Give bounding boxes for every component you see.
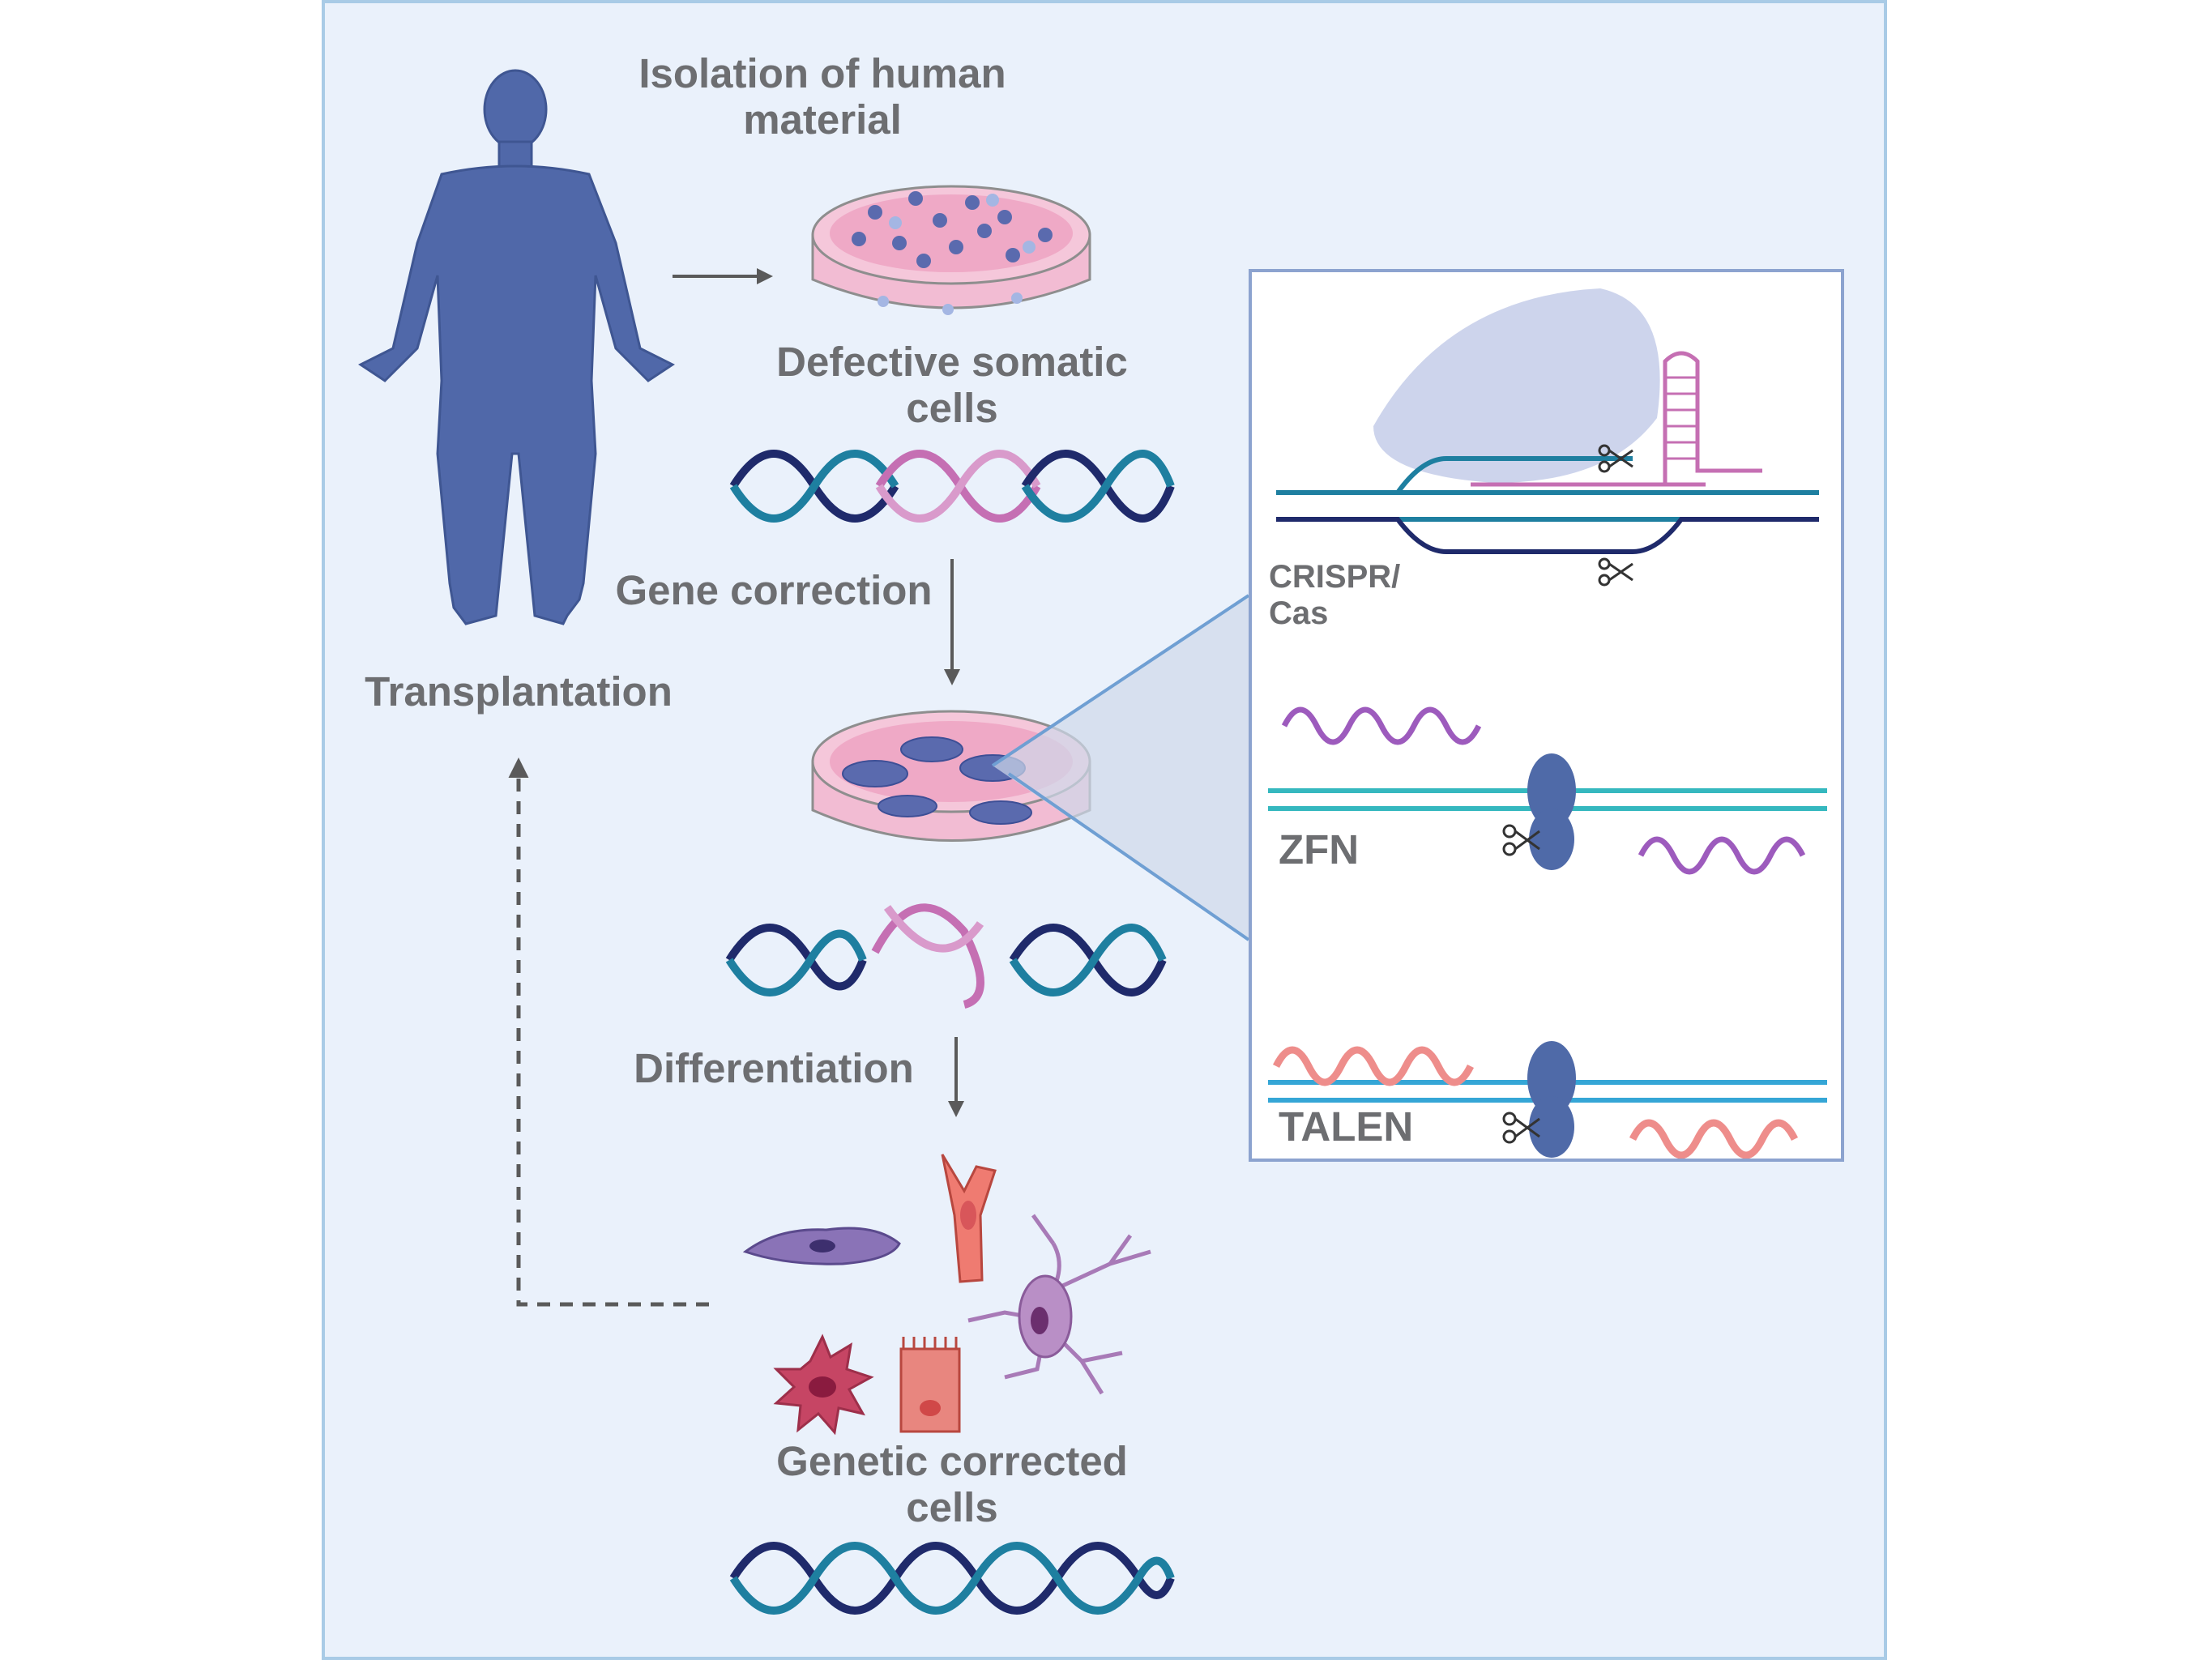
label-genetic-corrected-cells: Genetic corrected cells xyxy=(776,1438,1128,1531)
label-isolation: Isolation of human material xyxy=(638,50,1006,143)
petri-dish-corrected xyxy=(811,710,1091,842)
label-differentiation: Differentiation xyxy=(634,1045,914,1091)
dna-defective xyxy=(729,450,1175,523)
zoom-wedge xyxy=(993,595,1249,940)
differentiated-cells xyxy=(742,1154,1151,1436)
inset-canvas xyxy=(1268,288,1827,1159)
label-zfn: ZFN xyxy=(1279,826,1360,873)
editing-tools-inset xyxy=(1249,269,1844,1162)
neuron-cell xyxy=(967,1214,1151,1395)
crispr-cas-complex xyxy=(1276,288,1819,587)
epithelial-cell xyxy=(899,1337,961,1433)
scissors-icon xyxy=(1502,824,1540,856)
human-body-icon xyxy=(358,69,675,625)
arrow-transplantation xyxy=(508,757,709,1307)
scissors-icon xyxy=(1502,1112,1540,1144)
label-transplantation: Transplantation xyxy=(365,668,673,715)
dna-correction xyxy=(725,903,1167,1009)
label-gene-correction: Gene correction xyxy=(615,567,933,613)
zfn-complex xyxy=(1268,706,1827,875)
dna-corrected xyxy=(729,1542,1175,1615)
talen-complex xyxy=(1268,1041,1827,1159)
label-defective-cells: Defective somatic cells xyxy=(776,339,1128,432)
scissors-icon xyxy=(1598,444,1633,587)
label-crispr-cas: CRISPR/ Cas xyxy=(1269,559,1401,631)
petri-dish-defective xyxy=(811,185,1091,315)
label-talen: TALEN xyxy=(1279,1103,1414,1150)
